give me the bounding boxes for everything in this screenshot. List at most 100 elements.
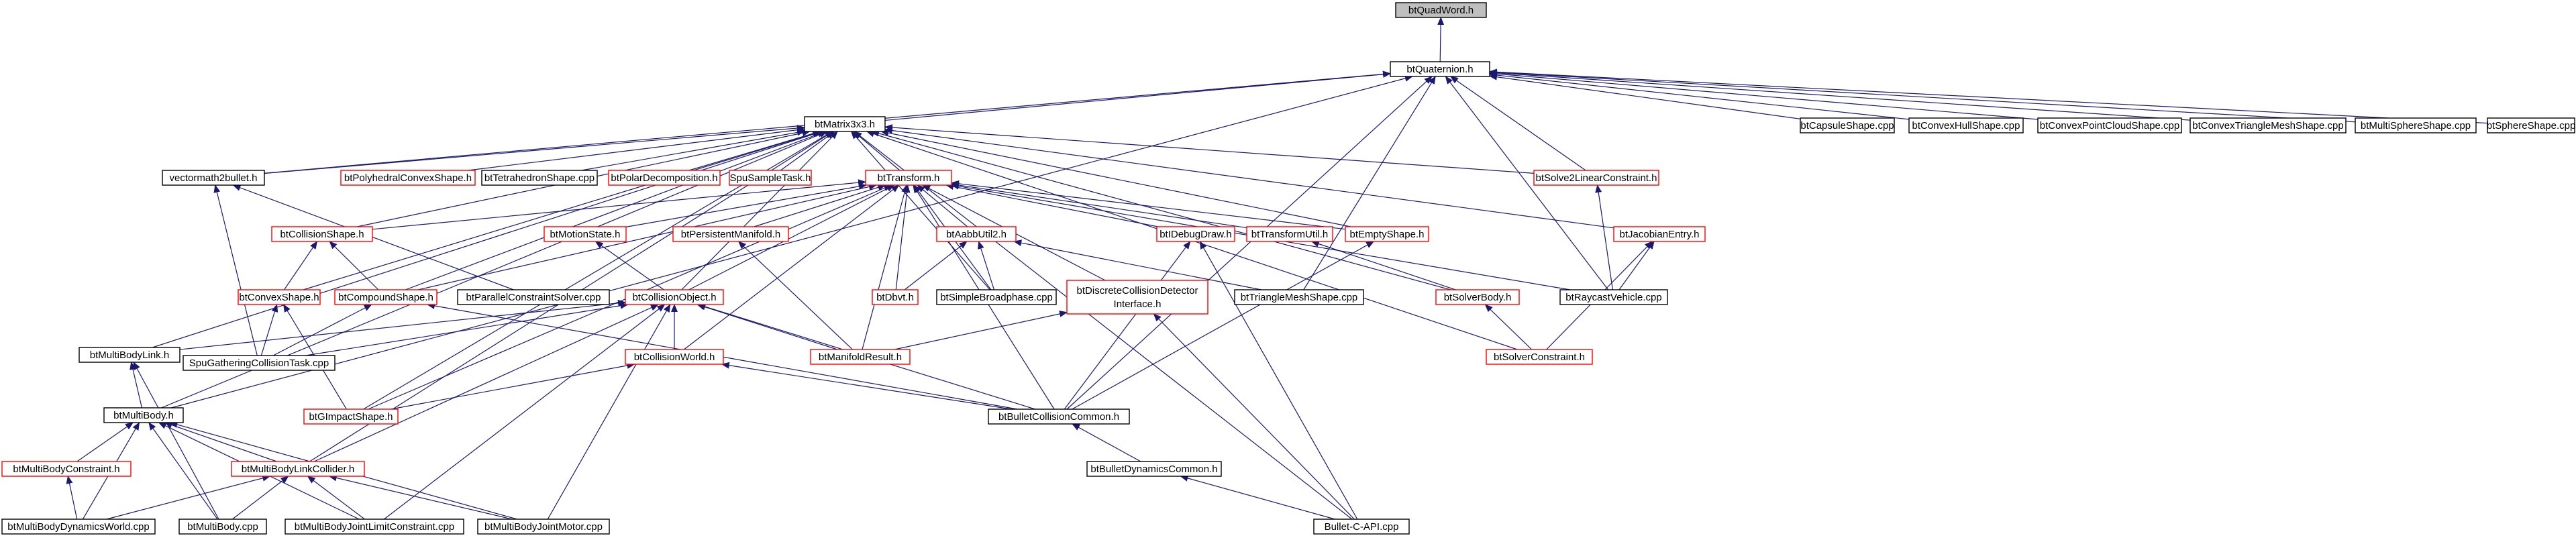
node-BulletCAPI[interactable]: Bullet-C-API.cpp — [1313, 519, 1410, 535]
node-btSimpleBroadphase[interactable]: btSimpleBroadphase.cpp — [936, 289, 1057, 305]
node-box[interactable] — [340, 170, 476, 186]
node-SpuGatheringCollisionTask[interactable]: SpuGatheringCollisionTask.cpp — [183, 355, 336, 371]
node-btSolverBody[interactable]: btSolverBody.h — [1435, 289, 1520, 305]
node-btTransformUtil[interactable]: btTransformUtil.h — [1246, 226, 1333, 242]
node-box[interactable] — [1, 519, 156, 535]
node-box[interactable] — [936, 226, 1017, 242]
node-box[interactable] — [285, 519, 464, 535]
node-btQuaternion[interactable]: btQuaternion.h — [1390, 61, 1490, 77]
node-box[interactable] — [936, 289, 1057, 305]
node-btCapsuleShape[interactable]: btCapsuleShape.cpp — [1800, 117, 1895, 133]
node-btDbvt[interactable]: btDbvt.h — [872, 289, 919, 305]
node-box[interactable] — [481, 170, 598, 186]
node-box[interactable] — [1313, 519, 1410, 535]
node-box[interactable] — [238, 289, 321, 305]
node-box[interactable] — [804, 116, 886, 132]
node-btMultiBodyJointLimitConstraint[interactable]: btMultiBodyJointLimitConstraint.cpp — [285, 519, 464, 535]
node-btGImpactShape[interactable]: btGImpactShape.h — [303, 409, 399, 425]
node-btBulletDynamicsCommon[interactable]: btBulletDynamicsCommon.h — [1086, 461, 1222, 477]
node-box[interactable] — [1156, 226, 1235, 242]
node-box[interactable] — [178, 519, 267, 535]
node-btMultiBodyLink[interactable]: btMultiBodyLink.h — [79, 347, 181, 363]
node-box[interactable] — [231, 461, 365, 477]
node-btCollisionObject[interactable]: btCollisionObject.h — [625, 289, 724, 305]
node-btParallelConstraintSolver[interactable]: btParallelConstraintSolver.cpp — [457, 289, 610, 305]
node-box[interactable] — [810, 349, 911, 365]
node-btManifoldResult[interactable]: btManifoldResult.h — [810, 349, 911, 365]
node-btTetrahedronShape[interactable]: btTetrahedronShape.cpp — [481, 170, 598, 186]
node-btJacobianEntry[interactable]: btJacobianEntry.h — [1613, 226, 1706, 242]
node-btMultiBodyJointMotor[interactable]: btMultiBodyJointMotor.cpp — [477, 519, 610, 535]
node-btIDebugDraw[interactable]: btIDebugDraw.h — [1156, 226, 1235, 242]
node-btMultiBodyDynamicsWorld[interactable]: btMultiBodyDynamicsWorld.cpp — [1, 519, 156, 535]
node-btTriangleMeshShape[interactable]: btTriangleMeshShape.cpp — [1234, 289, 1364, 305]
node-box[interactable] — [183, 355, 336, 371]
node-btMultiBodyCpp[interactable]: btMultiBody.cpp — [178, 519, 267, 535]
node-btSphereShape[interactable]: btSphereShape.cpp — [2487, 117, 2576, 133]
node-box[interactable] — [103, 407, 184, 423]
node-btTransform[interactable]: btTransform.h — [865, 170, 952, 186]
node-btConvexShape[interactable]: btConvexShape.h — [238, 289, 321, 305]
node-box[interactable] — [2037, 117, 2182, 133]
node-box[interactable] — [625, 289, 724, 305]
node-box[interactable] — [608, 170, 721, 186]
node-box[interactable] — [872, 289, 919, 305]
node-box[interactable] — [457, 289, 610, 305]
node-box[interactable] — [729, 170, 812, 186]
node-box[interactable] — [1435, 289, 1520, 305]
node-box[interactable] — [1086, 461, 1222, 477]
node-btCollisionShape[interactable]: btCollisionShape.h — [271, 226, 373, 242]
node-btQuadWord[interactable]: btQuadWord.h — [1395, 2, 1487, 18]
node-box[interactable] — [672, 226, 789, 242]
node-btPolarDecomposition[interactable]: btPolarDecomposition.h — [608, 170, 721, 186]
node-box[interactable] — [79, 347, 181, 363]
node-box[interactable] — [2487, 117, 2575, 133]
node-box[interactable] — [988, 409, 1130, 425]
node-btPersistentManifold[interactable]: btPersistentManifold.h — [672, 226, 789, 242]
node-btMultiBodyLinkCollider[interactable]: btMultiBodyLinkCollider.h — [231, 461, 365, 477]
node-box[interactable] — [1, 461, 132, 477]
node-btMultiBody[interactable]: btMultiBody.h — [103, 407, 184, 423]
node-box[interactable] — [1613, 226, 1706, 242]
node-vectormath2bullet[interactable]: vectormath2bullet.h — [162, 170, 265, 186]
node-btSolve2LinearConstraint[interactable]: btSolve2LinearConstraint.h — [1533, 170, 1659, 186]
node-box[interactable] — [1908, 117, 2024, 133]
node-btConvexTriangleMeshShape[interactable]: btConvexTriangleMeshShape.cpp — [2189, 117, 2347, 133]
node-btRaycastVehicle[interactable]: btRaycastVehicle.cpp — [1559, 289, 1668, 305]
node-box[interactable] — [2355, 117, 2477, 133]
node-btCollisionWorld[interactable]: btCollisionWorld.h — [625, 349, 724, 365]
node-SpuSampleTask[interactable]: SpuSampleTask.h — [729, 170, 812, 186]
node-box[interactable] — [1066, 280, 1208, 315]
node-btSolverConstraint[interactable]: btSolverConstraint.h — [1486, 349, 1593, 365]
node-box[interactable] — [1800, 117, 1895, 133]
node-btMotionState[interactable]: btMotionState.h — [544, 226, 627, 242]
node-btConvexHullShape[interactable]: btConvexHullShape.cpp — [1908, 117, 2024, 133]
node-box[interactable] — [1395, 2, 1487, 18]
node-btConvexPointCloudShape[interactable]: btConvexPointCloudShape.cpp — [2037, 117, 2182, 133]
node-btCompoundShape[interactable]: btCompoundShape.h — [334, 289, 437, 305]
node-btEmptyShape[interactable]: btEmptyShape.h — [1345, 226, 1429, 242]
node-box[interactable] — [1390, 61, 1490, 77]
node-box[interactable] — [865, 170, 952, 186]
node-box[interactable] — [334, 289, 437, 305]
node-btAabbUtil2[interactable]: btAabbUtil2.h — [936, 226, 1017, 242]
node-btMatrix3x3[interactable]: btMatrix3x3.h — [804, 116, 886, 132]
node-box[interactable] — [1533, 170, 1659, 186]
node-box[interactable] — [544, 226, 627, 242]
node-box[interactable] — [303, 409, 399, 425]
node-box[interactable] — [1234, 289, 1364, 305]
node-box[interactable] — [625, 349, 724, 365]
node-box[interactable] — [2189, 117, 2347, 133]
node-box[interactable] — [477, 519, 610, 535]
node-btPolyhedralConvexShape[interactable]: btPolyhedralConvexShape.h — [340, 170, 476, 186]
node-box[interactable] — [1559, 289, 1668, 305]
node-box[interactable] — [1486, 349, 1593, 365]
node-btMultiSphereShape[interactable]: btMultiSphereShape.cpp — [2355, 117, 2477, 133]
node-box[interactable] — [1345, 226, 1429, 242]
node-box[interactable] — [1246, 226, 1333, 242]
node-btBulletCollisionCommon[interactable]: btBulletCollisionCommon.h — [988, 409, 1130, 425]
node-box[interactable] — [162, 170, 265, 186]
node-btMultiBodyConstraint[interactable]: btMultiBodyConstraint.h — [1, 461, 132, 477]
node-box[interactable] — [271, 226, 373, 242]
